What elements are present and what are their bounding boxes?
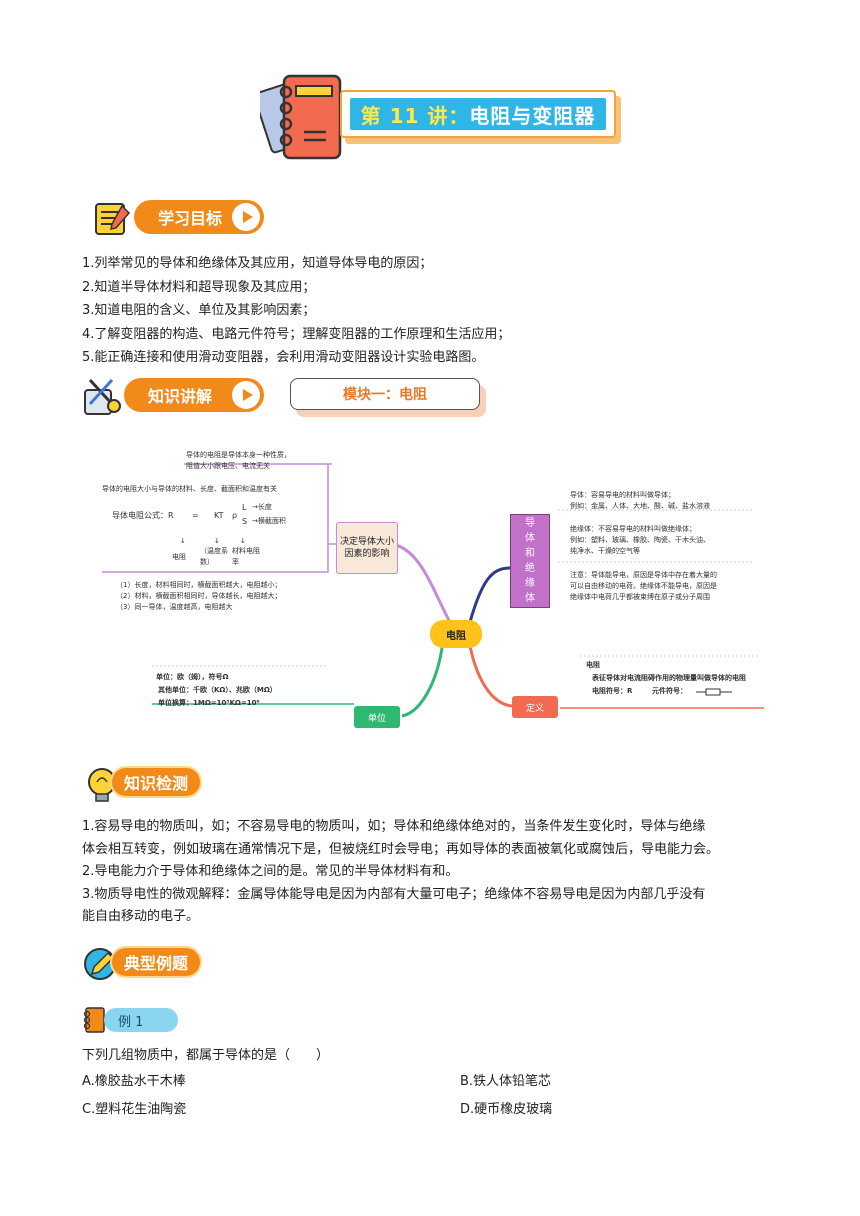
unit-text: 单位换算：1MΩ=10³KΩ=10⁶ <box>158 699 260 707</box>
factor-rule: （3）同一导体，温度越高，电阻越大 <box>116 603 233 611</box>
example-question: 下列几组物质中，都属于导体的是（ ） <box>82 1048 330 1063</box>
factors-intro: 导体的电阻大小与导体的材料、长度、截面积和温度有关 <box>102 485 277 493</box>
factors-node: 决定导体大小因素的影响 <box>336 522 398 574</box>
goal-item: 2.知道半导体材料和超导现象及其应用； <box>82 279 316 295</box>
formula-label: 导体电阻公式：R <box>112 511 174 520</box>
option-c: C.塑料花生油陶瓷 <box>82 1102 187 1117</box>
knowledge-pill: 知识讲解 <box>124 378 264 412</box>
check-line: 3.物质导电性的微观解释：金属导体能导电是因为内部有大量可电子；绝缘体不容易导电… <box>82 886 706 902</box>
examples-label: 典型例题 <box>124 954 189 973</box>
formula-area: →横截面积 <box>252 517 286 525</box>
option-d: D.硬币橡皮玻璃 <box>460 1102 553 1117</box>
resistor-symbol-icon <box>696 688 732 696</box>
def-symbol: 电阻符号：R <box>592 687 633 695</box>
scroll-icon <box>95 203 131 235</box>
goal-item: 1.列举常见的导体和绝缘体及其应用，知道导体导电的原因； <box>82 256 433 271</box>
check-line: 体会相互转变，例如玻璃在通常情况下是，但被烧红时会导电；再如导体的表面被氧化或腐… <box>82 841 720 857</box>
lesson-title-banner: 第 11 讲 ： 电阻与变阻器 <box>258 72 620 164</box>
formula-kt: KT <box>214 511 224 520</box>
mind-map: 电阻 决定导体大小因素的影响 导体和绝缘体 单位 定义 导体的电阻是导体本身一种… <box>92 440 772 740</box>
sub-resistivity: 材料电阻率 <box>232 547 260 566</box>
goals-list: 1.列举常见的导体和绝缘体及其应用，知道导体导电的原因； 2.知道半导体材料和超… <box>82 252 510 370</box>
lightbulb-icon <box>88 768 116 802</box>
goals-label: 学习目标 <box>158 209 223 228</box>
formula-rho: ρ <box>232 511 238 520</box>
conductor-text: 绝缘体：不容易导电的材料叫做绝缘体； <box>570 525 696 533</box>
example-number: 例 1 <box>104 1008 178 1032</box>
def-component: 元件符号： <box>652 687 687 695</box>
module-title: 模块一：电阻 <box>290 378 480 410</box>
def-title: 电阻 <box>586 661 600 669</box>
section-check-header: 知识检测 <box>82 764 202 804</box>
goal-item: 4.了解变阻器的构造、电路元件符号；理解变阻器的工作原理和生活应用； <box>82 326 511 342</box>
title-box: 第 11 讲 ： 电阻与变阻器 <box>340 90 616 138</box>
notebook-icon <box>260 74 342 160</box>
arrow-down-icon: ↓ <box>180 537 186 545</box>
option-a: A.橡胶盐水干木棒 <box>82 1074 186 1089</box>
check-label: 知识检测 <box>124 774 189 793</box>
examples-pill: 典型例题 <box>110 946 202 978</box>
conductor-text: 绝缘体中电荷几乎都被束缚在原子或分子周围 <box>570 593 710 601</box>
conductor-text: 例如：金属、人体、大地、酸、碱、盐水溶液 <box>570 502 710 510</box>
formula-equals: = <box>192 511 199 520</box>
check-line: 1.容易导电的物质叫，如；不容易导电的物质叫，如；导体和绝缘体绝对的，当条件发生… <box>82 819 706 834</box>
factor-rule: （2）材料，横截面积相同时，导体越长，电阻越大； <box>116 592 282 600</box>
section-knowledge-header: 知识讲解 <box>82 376 268 416</box>
check-line: 2.导电能力介于导体和绝缘体之间的是。常见的半导体材料有和。 <box>82 864 459 879</box>
lesson-number: 第 11 讲 <box>360 103 449 128</box>
unit-text: 单位：欧（姆），符号Ω <box>156 673 229 681</box>
property-note-1: 导体的电阻是导体本身一种性质， <box>186 451 291 459</box>
unit-text: 其他单位：千欧（KΩ）、兆欧（MΩ） <box>158 686 277 694</box>
formula-numerator: L <box>242 503 247 512</box>
unit-node: 单位 <box>354 706 400 728</box>
title-colon: ： <box>448 103 470 128</box>
definition-node: 定义 <box>512 696 558 718</box>
mind-map-branches <box>102 463 764 718</box>
conductor-node: 导体和绝缘体 <box>510 514 550 608</box>
check-line: 能自由移动的电子。 <box>82 909 200 924</box>
check-pill: 知识检测 <box>110 766 202 798</box>
conductor-text: 可以自由移动的电荷。绝缘体不能导电，原因是 <box>570 582 717 590</box>
tools-icon <box>84 378 121 415</box>
sub-temp: （温度系数） <box>200 547 228 566</box>
option-b: B.铁人体铅笔芯 <box>460 1074 552 1089</box>
lesson-name: 电阻与变阻器 <box>469 103 596 128</box>
formula-length: →长度 <box>252 503 272 511</box>
conductor-text: 注意：导体能导电，原因是导体中存在着大量的 <box>570 571 717 579</box>
conductor-text: 例如：塑料、玻璃、橡胶、陶瓷、干木头油、 <box>570 536 710 544</box>
play-icon <box>232 381 260 409</box>
check-content: 1.容易导电的物质叫，如；不容易导电的物质叫，如；导体和绝缘体绝对的，当条件发生… <box>82 816 782 929</box>
knowledge-label: 知识讲解 <box>148 387 213 406</box>
conductor-text: 导体：容易导电的材料叫做导体； <box>570 491 675 499</box>
pencil-icon <box>84 948 116 980</box>
arrow-down-icon: ↓ <box>240 537 246 545</box>
goal-item: 3.知道电阻的含义、单位及其影响因素； <box>82 303 316 318</box>
conductor-text: 纯净水、干燥的空气等 <box>570 547 640 555</box>
goals-pill: 学习目标 <box>134 200 264 234</box>
arrow-down-icon: ↓ <box>214 537 220 545</box>
formula-denominator: S <box>242 517 248 526</box>
section-examples-header: 典型例题 <box>82 944 202 984</box>
factor-rule: （1）长度，材料相同时，横截面积越大，电阻越小； <box>116 581 282 589</box>
section-goals-header: 学习目标 <box>92 198 268 238</box>
property-note-2: 阻值大小跟电压、电流无关 <box>186 462 270 470</box>
def-text: 表征导体对电流阻碍作用的物理量叫做导体的电阻 <box>592 674 746 682</box>
play-icon <box>232 203 260 231</box>
goal-item: 5.能正确连接和使用滑动变阻器，会利用滑动变阻器设计实验电路图。 <box>82 350 485 365</box>
sub-resistance: 电阻 <box>172 553 186 561</box>
center-node: 电阻 <box>430 620 482 648</box>
